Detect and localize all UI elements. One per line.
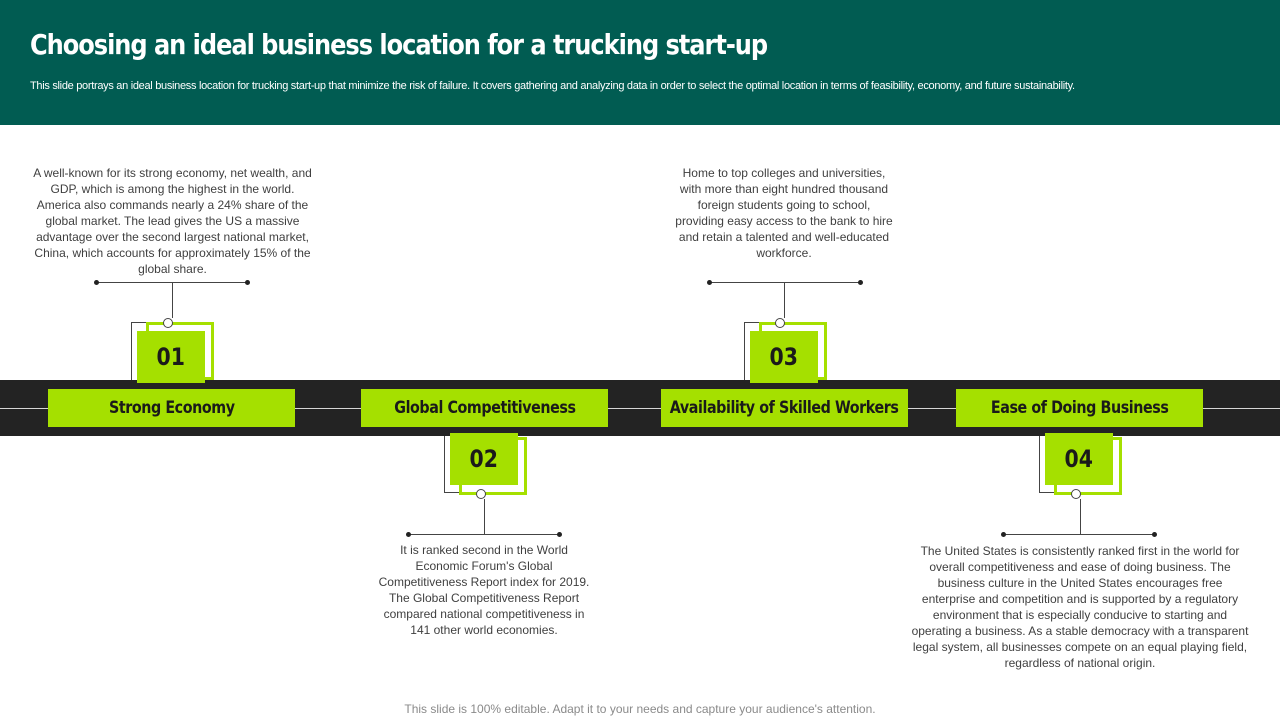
step-4-bracket-dot-right bbox=[1152, 532, 1157, 537]
step-3-description: Home to top colleges and universities, w… bbox=[675, 166, 893, 260]
step-1-description: A well-known for its strong economy, net… bbox=[33, 166, 312, 276]
footer-note: This slide is 100% editable. Adapt it to… bbox=[404, 702, 876, 716]
step-1-bracket-dot-left bbox=[94, 280, 99, 285]
step-3-number: 03 bbox=[769, 343, 799, 371]
step-3-bracket-dot-left bbox=[707, 280, 712, 285]
page-subtitle: This slide portrays an ideal business lo… bbox=[30, 80, 1075, 92]
step-2-bracket-line bbox=[409, 534, 560, 535]
step-2-label-box: Global Competitiveness bbox=[361, 389, 608, 427]
step-3-number-badge: 03 bbox=[750, 331, 818, 383]
step-4-connector bbox=[1080, 499, 1081, 534]
step-4-bracket-dot-left bbox=[1001, 532, 1006, 537]
step-1-bracket-dot-right bbox=[245, 280, 250, 285]
step-2-bracket-dot-left bbox=[406, 532, 411, 537]
step-4-label: Ease of Doing Business bbox=[990, 398, 1169, 418]
step-4-label-box: Ease of Doing Business bbox=[956, 389, 1203, 427]
step-2-connector-ring bbox=[476, 489, 486, 499]
step-1-label: Strong Economy bbox=[108, 398, 235, 418]
step-1-connector-ring bbox=[163, 318, 173, 328]
step-3-connector bbox=[784, 282, 785, 318]
step-4-number: 04 bbox=[1064, 445, 1094, 473]
step-4-bracket-line bbox=[1004, 534, 1155, 535]
page-title: Choosing an ideal business location for … bbox=[30, 28, 768, 61]
step-3-label: Availability of Skilled Workers bbox=[670, 398, 899, 418]
step-4-number-badge: 04 bbox=[1045, 433, 1113, 485]
step-3-bracket-dot-right bbox=[858, 280, 863, 285]
step-1-number-badge: 01 bbox=[137, 331, 205, 383]
step-3-bracket-line bbox=[710, 282, 861, 283]
step-4-connector-ring bbox=[1071, 489, 1081, 499]
step-2-bracket-dot-right bbox=[557, 532, 562, 537]
step-1-connector bbox=[172, 282, 173, 318]
step-2-connector bbox=[484, 499, 485, 534]
step-2-number-badge: 02 bbox=[450, 433, 518, 485]
step-3-connector-ring bbox=[775, 318, 785, 328]
header-banner: Choosing an ideal business location for … bbox=[0, 0, 1280, 125]
step-1-number: 01 bbox=[156, 343, 186, 371]
step-2-label: Global Competitiveness bbox=[393, 398, 576, 418]
step-2-number: 02 bbox=[469, 445, 499, 473]
step-1-label-box: Strong Economy bbox=[48, 389, 295, 427]
step-3-label-box: Availability of Skilled Workers bbox=[661, 389, 908, 427]
road-center-line bbox=[0, 408, 1280, 409]
step-2-description: It is ranked second in the World Economi… bbox=[378, 543, 590, 637]
step-4-description: The United States is consistently ranked… bbox=[911, 544, 1249, 670]
